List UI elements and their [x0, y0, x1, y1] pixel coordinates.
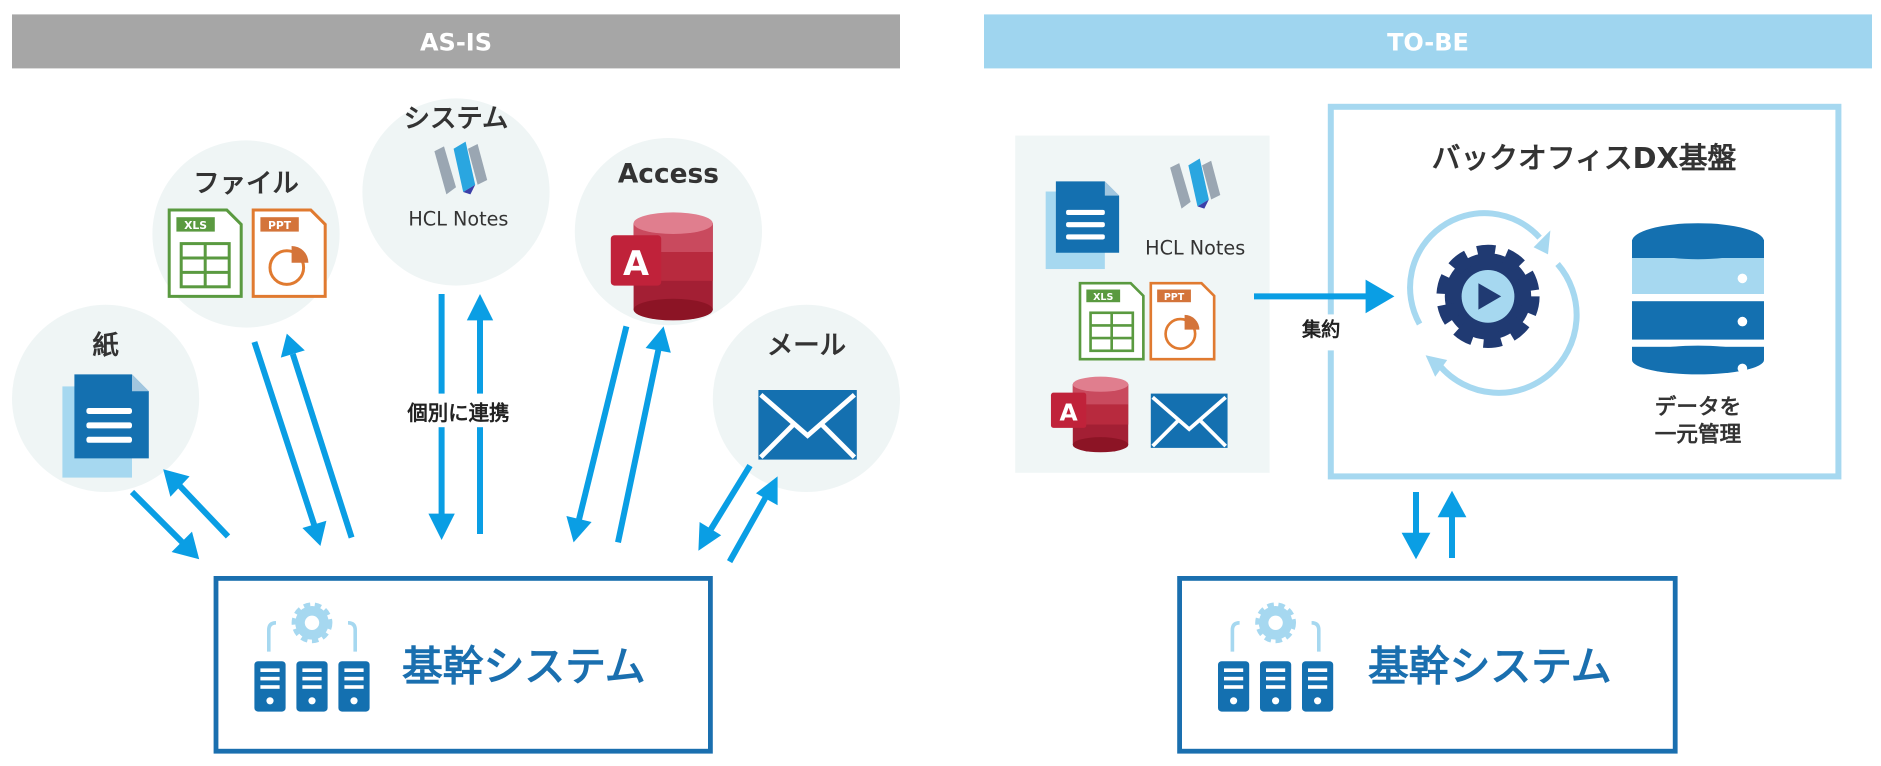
as-is-arrows	[129, 294, 778, 564]
svg-text:A: A	[623, 244, 649, 283]
as-is-core-system-label: 基幹システム	[402, 642, 646, 690]
system-label: システム	[404, 103, 509, 134]
to-be-sync-arrows	[1401, 490, 1467, 560]
dx-platform-box	[1327, 103, 1842, 480]
aggregate-label: 集約	[1301, 318, 1340, 341]
mail-icon	[1148, 391, 1230, 450]
to-be-hcl-notes-caption: HCL Notes	[1145, 236, 1245, 259]
svg-text:A: A	[1060, 398, 1079, 426]
svg-text:PPT: PPT	[1164, 292, 1185, 303]
db-caption-line2: 一元管理	[1655, 422, 1742, 448]
svg-text:PPT: PPT	[268, 219, 292, 232]
dx-platform-border-gap	[1320, 314, 1344, 351]
xls-file-icon: XLS	[1078, 281, 1145, 361]
xls-file-icon: XLS	[167, 208, 243, 298]
mail-icon	[758, 390, 856, 460]
paper-label: 紙	[92, 330, 119, 361]
to-be-header-bar	[984, 14, 1872, 69]
as-is-header: AS-IS	[420, 28, 492, 56]
dx-platform-title: バックオフィスDX基盤	[1432, 141, 1737, 175]
mail-label: メール	[767, 330, 846, 361]
access-icon: A	[610, 212, 713, 321]
access-icon: A	[1050, 376, 1129, 453]
to-be-header: TO-BE	[1387, 28, 1469, 56]
database-icon	[1632, 223, 1764, 375]
file-label: ファイル	[193, 168, 299, 199]
svg-text:XLS: XLS	[184, 219, 207, 232]
aggregate-arrow-head	[1365, 279, 1395, 314]
svg-text:XLS: XLS	[1093, 292, 1113, 303]
link-label: 個別に連携	[406, 401, 509, 425]
to-be-core-system-label: 基幹システム	[1368, 642, 1612, 690]
as-is-header-bar	[12, 14, 900, 69]
ppt-file-icon: PPT	[1149, 281, 1216, 361]
system-circle	[362, 98, 550, 286]
ppt-file-icon: PPT	[251, 208, 327, 298]
process-gear-icon	[1407, 210, 1580, 396]
access-label: Access	[618, 158, 719, 189]
hcl-notes-caption: HCL Notes	[408, 208, 508, 231]
db-caption-line1: データを	[1655, 394, 1741, 420]
